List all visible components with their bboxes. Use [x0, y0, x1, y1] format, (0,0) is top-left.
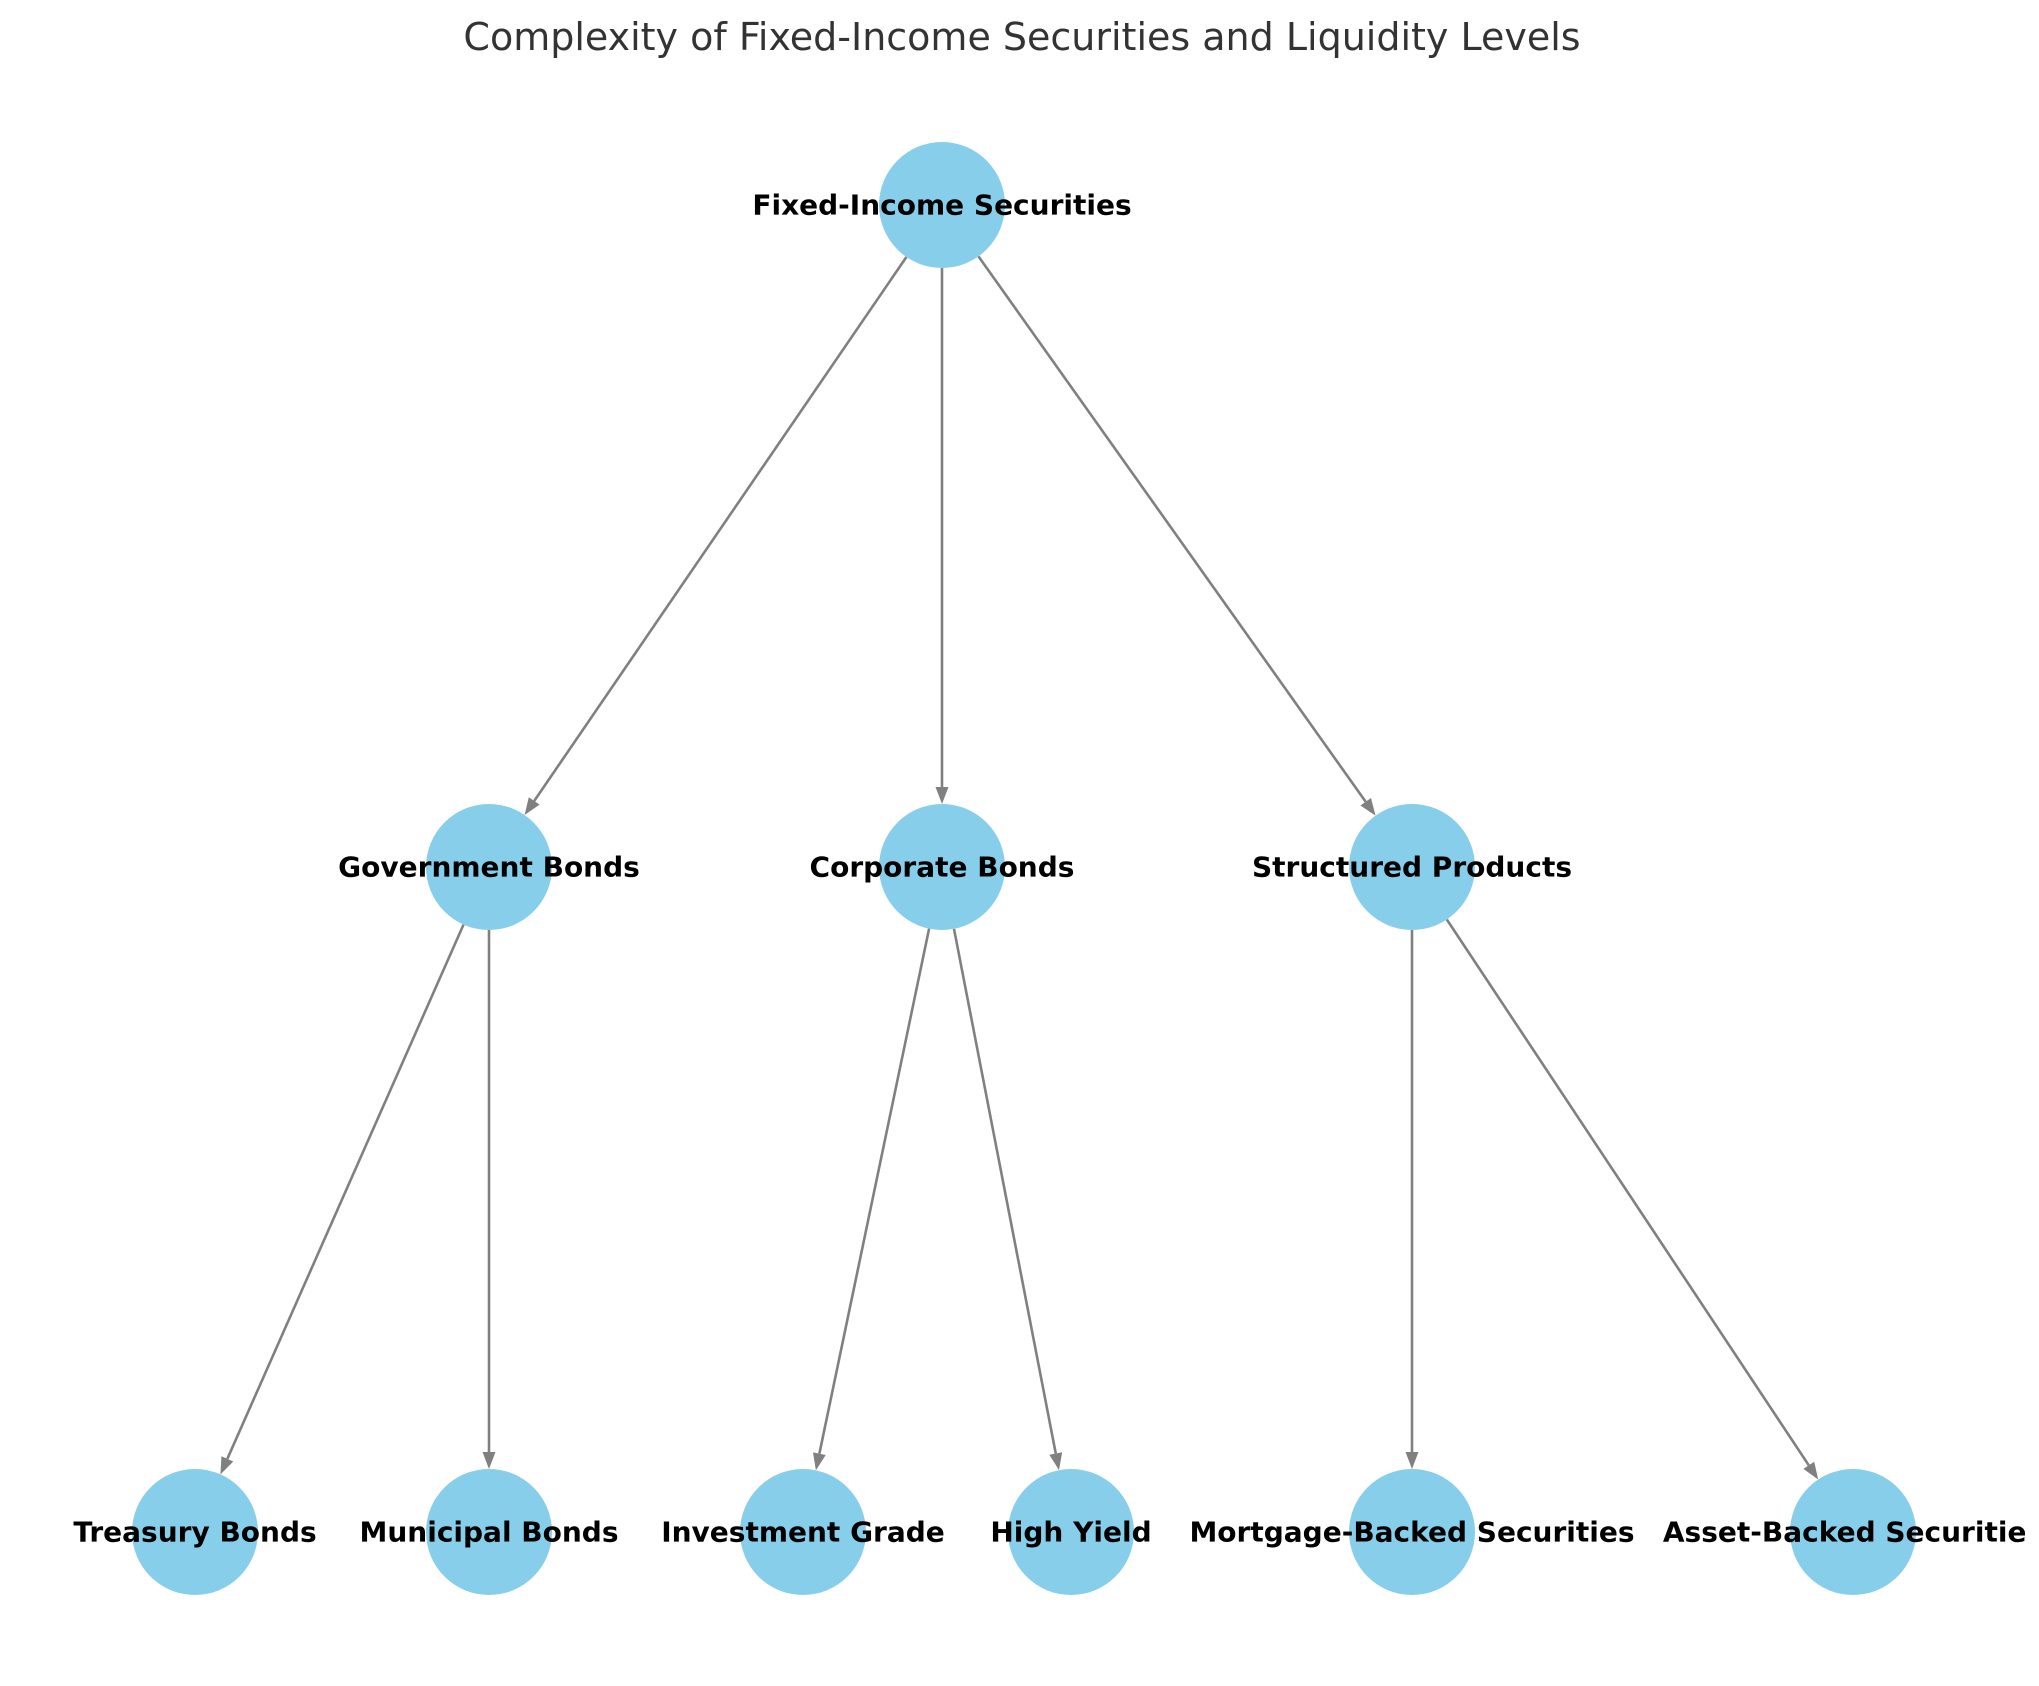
node-treas: Treasury Bonds — [73, 1469, 317, 1595]
node-label: High Yield — [990, 1516, 1151, 1549]
arrowhead — [935, 787, 949, 804]
edges-layer — [220, 255, 1819, 1480]
arrowhead — [482, 1452, 496, 1469]
node-label: Treasury Bonds — [73, 1516, 316, 1549]
edge-fis-corp — [935, 268, 949, 804]
node-circle — [1008, 1469, 1134, 1595]
edge-line — [533, 256, 908, 802]
node-label: Fixed-Income Securities — [752, 189, 1131, 222]
node-label: Asset-Backed Securities — [1663, 1516, 2039, 1549]
node-circle — [426, 1469, 552, 1595]
node-struct: Structured Products — [1252, 804, 1572, 930]
arrowhead — [1049, 1452, 1063, 1471]
node-gov: Government Bonds — [338, 804, 640, 930]
node-corp: Corporate Bonds — [810, 804, 1075, 930]
node-label: Structured Products — [1252, 851, 1572, 884]
node-hy: High Yield — [990, 1469, 1152, 1595]
node-ig: Investment Grade — [661, 1469, 945, 1595]
node-abs: Asset-Backed Securities — [1663, 1469, 2039, 1595]
node-circle — [426, 804, 552, 930]
edge-corp-ig — [813, 928, 931, 1471]
edge-gov-muni — [482, 930, 496, 1469]
edge-fis-gov — [524, 256, 908, 816]
edge-corp-hy — [952, 928, 1063, 1471]
edge-struct-abs — [1445, 918, 1819, 1480]
node-circle — [1349, 804, 1475, 930]
edge-line — [818, 928, 931, 1454]
node-circle — [879, 804, 1005, 930]
edge-line — [226, 924, 465, 1460]
node-circle — [740, 1469, 866, 1595]
edge-struct-mbs — [1405, 930, 1419, 1469]
node-circle — [1790, 1469, 1916, 1595]
node-circle — [132, 1469, 258, 1595]
node-fis: Fixed-Income Securities — [752, 142, 1132, 268]
node-label: Municipal Bonds — [359, 1516, 618, 1549]
arrowhead — [813, 1452, 826, 1471]
arrowhead — [220, 1456, 234, 1475]
node-circle — [879, 142, 1005, 268]
node-muni: Municipal Bonds — [359, 1469, 619, 1595]
arrowhead — [1405, 1452, 1419, 1469]
edge-line — [1445, 918, 1810, 1467]
arrowhead — [1803, 1461, 1819, 1480]
edge-line — [977, 255, 1367, 803]
edge-fis-struct — [977, 255, 1376, 816]
node-circle — [1349, 1469, 1475, 1595]
edge-line — [952, 928, 1058, 1454]
edge-gov-treas — [220, 924, 465, 1475]
diagram-title: Complexity of Fixed-Income Securities an… — [463, 15, 1580, 59]
node-label: Investment Grade — [661, 1516, 945, 1549]
arrowhead — [524, 797, 540, 816]
node-label: Government Bonds — [338, 851, 640, 884]
node-label: Corporate Bonds — [810, 851, 1075, 884]
arrowhead — [1360, 798, 1376, 816]
node-label: Mortgage-Backed Securities — [1189, 1516, 1634, 1549]
node-mbs: Mortgage-Backed Securities — [1189, 1469, 1635, 1595]
